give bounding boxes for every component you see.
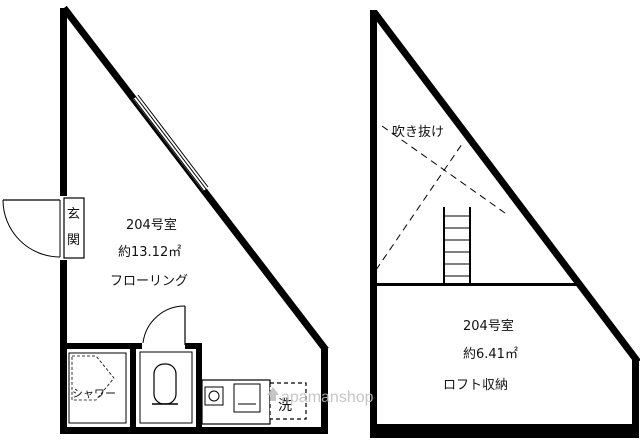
main-right-wall — [321, 348, 328, 434]
loft-left-wall — [370, 10, 377, 438]
diagonal-window — [133, 94, 209, 192]
toilet-wall — [196, 343, 202, 434]
watermark-text: apamanshop — [281, 389, 374, 406]
kitchen — [201, 379, 271, 425]
inner-door — [142, 305, 186, 345]
loft-divider — [377, 283, 577, 286]
entrance-box — [63, 197, 85, 259]
loft-diagonal-wall — [371, 9, 640, 365]
entrance-label: 玄 関 — [67, 207, 84, 248]
washer-label: 洗 — [278, 398, 292, 414]
watermark-logo-icon — [267, 387, 279, 401]
entrance-door — [2, 196, 70, 260]
loft-room-area: 約6.41㎡ — [463, 347, 518, 362]
loft-room-name: 204号室 — [463, 318, 514, 334]
void-label: 吹き抜け — [392, 124, 444, 140]
shower-room: シャワー — [68, 352, 127, 424]
room-name: 204号室 — [126, 217, 177, 233]
loft-right-wall — [632, 360, 639, 438]
loft-bottom-wall — [370, 424, 639, 438]
partition-wall-2 — [185, 343, 199, 349]
main-floor-plan: 玄 関 204号室 約13.12㎡ フローリング シャワー — [2, 5, 329, 434]
shower-label: シャワー — [72, 387, 116, 400]
partition-wall — [60, 343, 142, 349]
stove-icon — [204, 386, 224, 406]
shower-wall — [130, 343, 136, 434]
ladder — [443, 207, 471, 283]
toilet-bowl — [153, 363, 177, 405]
room-area: 約13.12㎡ — [118, 245, 181, 260]
void-lines — [375, 125, 506, 271]
main-bottom-wall — [60, 427, 328, 434]
sink-icon — [233, 383, 261, 413]
toilet-room — [139, 351, 193, 424]
room-floor-type: フローリング — [110, 274, 188, 289]
watermark: apamanshop — [267, 387, 374, 406]
loft-plan: 吹き抜け 204号室 約6.41㎡ ロフト収納 — [370, 9, 640, 438]
loft-room-label: ロフト収納 — [443, 378, 508, 393]
